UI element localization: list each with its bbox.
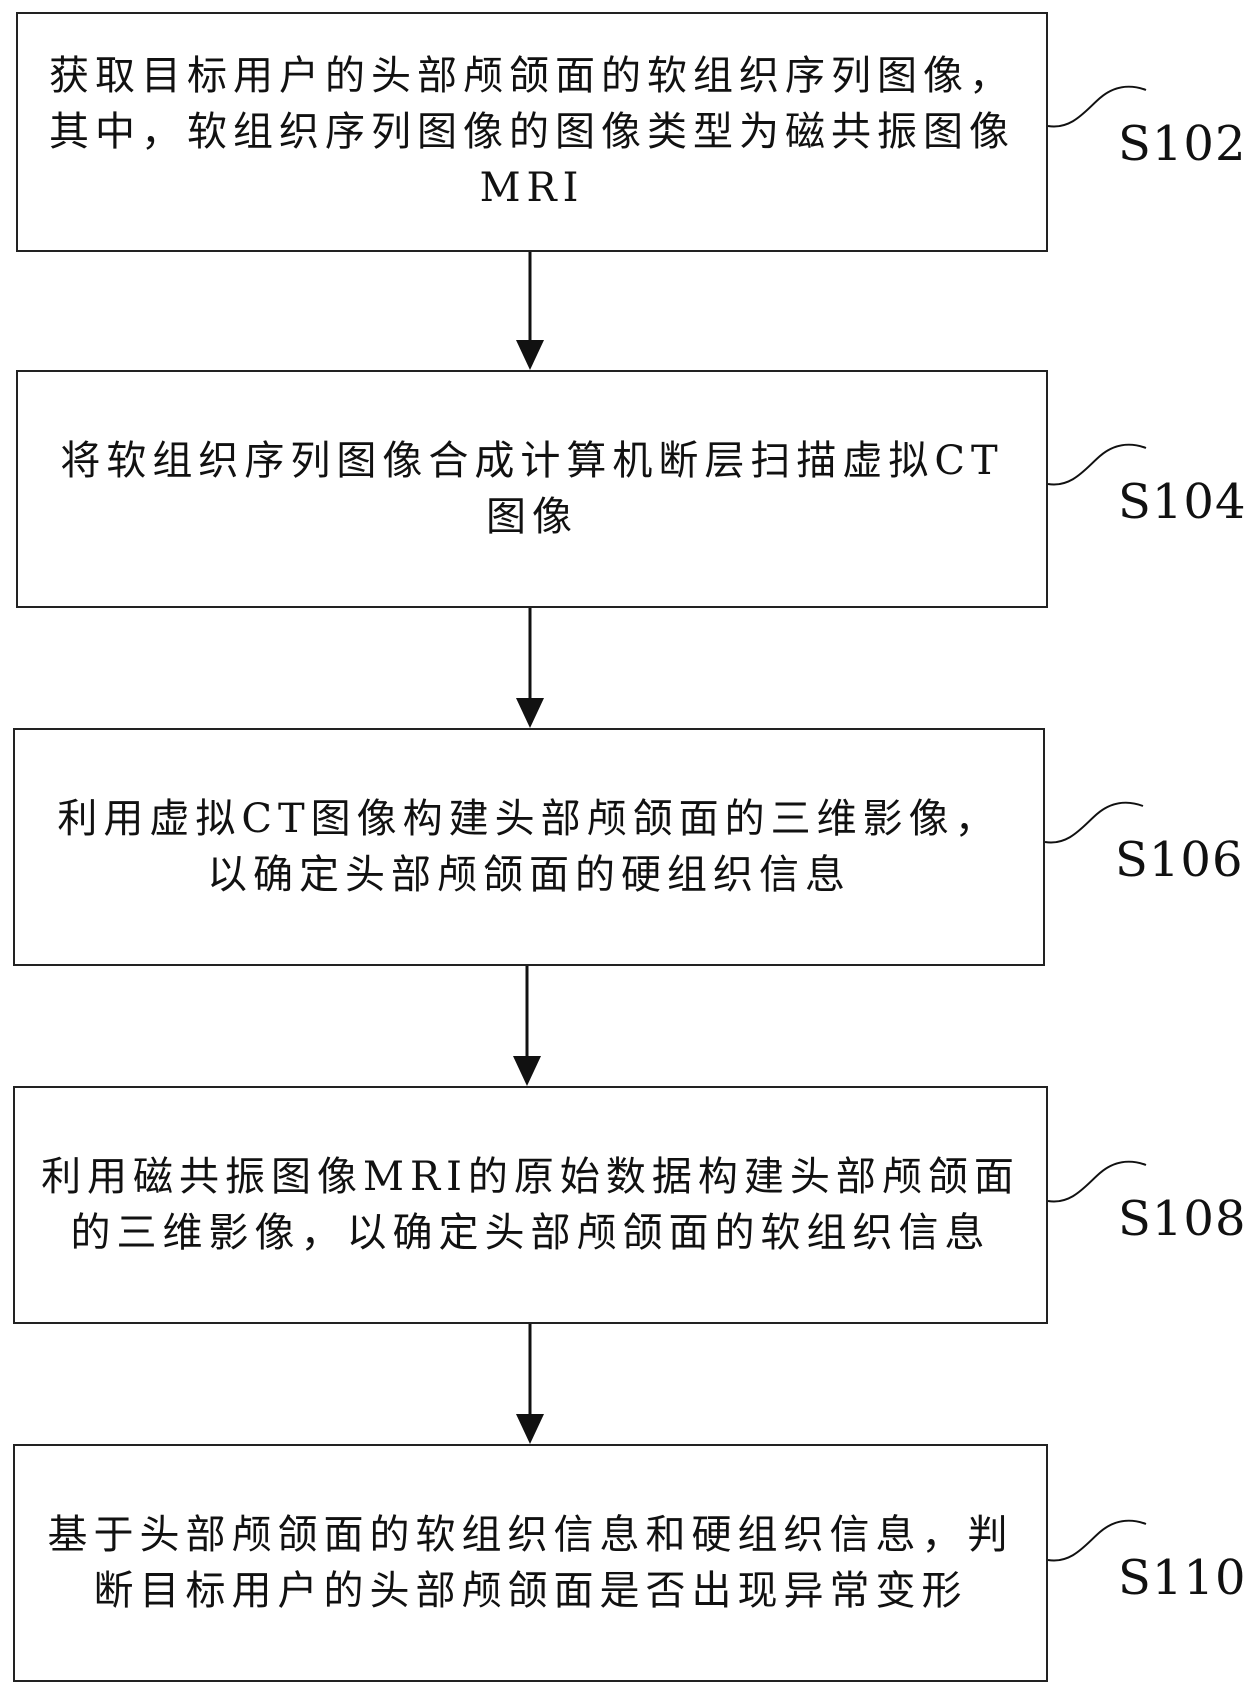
step-box-s110: 基于头部颅颌面的软组织信息和硬组织信息，判断目标用户的头部颅颌面是否出现异常变形 bbox=[13, 1444, 1048, 1682]
leader-curve-s102 bbox=[1047, 85, 1147, 128]
step-box-s102: 获取目标用户的头部颅颌面的软组织序列图像，其中，软组织序列图像的图像类型为磁共振… bbox=[16, 12, 1048, 252]
step-label-s110: S110 bbox=[1118, 1550, 1247, 1606]
step-box-s108: 利用磁共振图像MRI的原始数据构建头部颅颌面的三维影像，以确定头部颅颌面的软组织… bbox=[13, 1086, 1048, 1324]
step-text-s106: 利用虚拟CT图像构建头部颅颌面的三维影像，以确定头部颅颌面的硬组织信息 bbox=[57, 796, 1001, 898]
leader-curve-s108 bbox=[1047, 1160, 1147, 1203]
step-label-s102: S102 bbox=[1118, 116, 1247, 172]
step-label-s104: S104 bbox=[1118, 474, 1247, 530]
leader-curve-s106 bbox=[1044, 801, 1144, 844]
arrow-s102-s104 bbox=[516, 252, 544, 370]
arrow-s106-s108 bbox=[513, 966, 541, 1086]
step-text-s110: 基于头部颅颌面的软组织信息和硬组织信息，判断目标用户的头部颅颌面是否出现异常变形 bbox=[47, 1512, 1014, 1614]
leader-curve-s104 bbox=[1047, 443, 1147, 486]
step-text-s102: 获取目标用户的头部颅颌面的软组织序列图像，其中，软组织序列图像的图像类型为磁共振… bbox=[49, 53, 1015, 211]
leader-curve-s110 bbox=[1047, 1519, 1147, 1562]
step-text-s104: 将软组织序列图像合成计算机断层扫描虚拟CT图像 bbox=[60, 438, 1004, 540]
step-label-s106: S106 bbox=[1115, 832, 1244, 888]
step-box-s104: 将软组织序列图像合成计算机断层扫描虚拟CT图像 bbox=[16, 370, 1048, 608]
arrow-s108-s110 bbox=[516, 1324, 544, 1444]
step-text-s108: 利用磁共振图像MRI的原始数据构建头部颅颌面的三维影像，以确定头部颅颌面的软组织… bbox=[41, 1154, 1020, 1256]
arrow-s104-s106 bbox=[516, 608, 544, 728]
step-box-s106: 利用虚拟CT图像构建头部颅颌面的三维影像，以确定头部颅颌面的硬组织信息 bbox=[13, 728, 1045, 966]
step-label-s108: S108 bbox=[1118, 1191, 1247, 1247]
